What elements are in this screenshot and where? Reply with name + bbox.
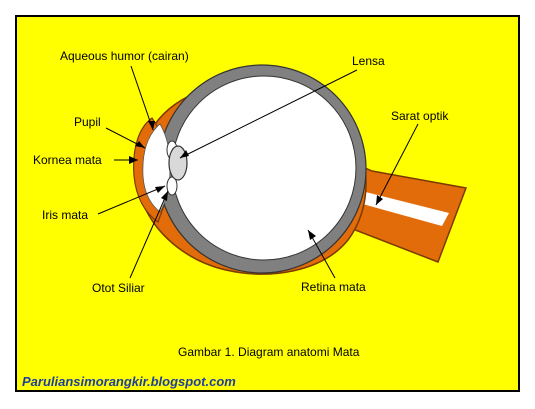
label-pupil: Pupil xyxy=(74,115,101,129)
leader-lines xyxy=(97,65,419,279)
label-otot-siliar: Otot Siliar xyxy=(92,281,145,295)
arrow-otot xyxy=(129,190,169,279)
label-lensa: Lensa xyxy=(352,54,385,68)
label-kornea: Kornea mata xyxy=(33,153,102,167)
vitreous-body xyxy=(171,75,357,261)
iris-lower xyxy=(166,176,178,196)
lens xyxy=(168,145,188,181)
arrow-lensa xyxy=(179,69,358,159)
label-sarat-optik: Sarat optik xyxy=(391,109,449,123)
arrow-aqueous xyxy=(130,65,154,131)
arrow-iris xyxy=(97,185,166,215)
label-iris: Iris mata xyxy=(42,208,88,222)
blog-credit: Paruliansimorangkir.blogspot.com xyxy=(22,374,236,389)
label-aqueous-humor: Aqueous humor (cairan) xyxy=(60,49,189,63)
label-retina: Retina mata xyxy=(301,280,366,294)
arrow-sarat xyxy=(375,123,419,206)
figure-caption: Gambar 1. Diagram anatomi Mata xyxy=(178,345,360,359)
